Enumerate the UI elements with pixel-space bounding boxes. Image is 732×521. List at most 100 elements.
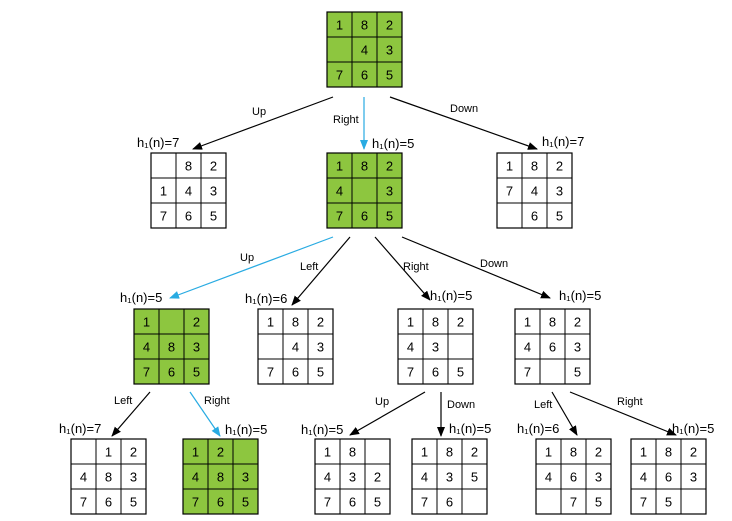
heuristic-label: h₁(n)=6 (245, 291, 287, 306)
puzzle-cell (175, 177, 202, 204)
puzzle-cell (496, 202, 523, 229)
puzzle-cell (307, 358, 334, 385)
heuristic-label: h₁(n)=5 (559, 288, 601, 303)
puzzle-tile-number: 3 (574, 340, 581, 355)
puzzle-cell (314, 463, 341, 490)
puzzle-board-border (326, 11, 403, 88)
heuristic-label: h₁(n)=7 (542, 134, 584, 149)
puzzle-tile-number: 8 (361, 18, 368, 33)
puzzle-tile-number: 7 (324, 495, 331, 510)
heuristic-label: h₁(n)=5 (672, 421, 714, 436)
puzzle-tile-number: 6 (105, 495, 112, 510)
puzzle-tile-number: 3 (317, 340, 324, 355)
edge-label: Down (447, 399, 475, 411)
puzzle-cell (232, 438, 259, 465)
puzzle-cell (436, 488, 463, 515)
puzzle-cell (351, 177, 378, 204)
puzzle-board-border (397, 308, 474, 385)
puzzle-tile-number: 6 (292, 365, 299, 380)
puzzle-tile-number: 7 (524, 365, 531, 380)
puzzle-tile-number: 8 (185, 159, 192, 174)
puzzle-cell (539, 308, 566, 335)
puzzle-cell (282, 333, 309, 360)
puzzle-cell (307, 333, 334, 360)
puzzle-tile-number: 2 (386, 159, 393, 174)
puzzle-tile-number: 2 (130, 445, 137, 460)
puzzle-tile-number: 3 (595, 470, 602, 485)
puzzle-tile-number: 7 (336, 68, 343, 83)
puzzle-tile-number: 2 (210, 159, 217, 174)
puzzle-board-border (150, 152, 227, 229)
puzzle-board-border (257, 308, 334, 385)
puzzle-tile-number: 2 (193, 315, 200, 330)
puzzle-tile-number: 4 (545, 470, 552, 485)
puzzle-cell (564, 358, 591, 385)
puzzle-tile-number: 8 (168, 340, 175, 355)
puzzle-tile-number: 5 (317, 365, 324, 380)
puzzle-cell (257, 333, 284, 360)
puzzle-tile-number: 3 (556, 184, 563, 199)
puzzle-tile-number: 4 (324, 470, 331, 485)
puzzle-tile-number: 1 (192, 445, 199, 460)
heuristic-label: h₁(n)=5 (120, 290, 162, 305)
puzzle-tile-number: 6 (168, 365, 175, 380)
puzzle-cell (158, 358, 185, 385)
puzzle-cell (70, 438, 97, 465)
puzzle-cell (232, 488, 259, 515)
puzzle-tile-number: 2 (374, 470, 381, 485)
edge-arrow-up (192, 96, 334, 150)
puzzle-tile-number: 4 (524, 340, 531, 355)
puzzle-tile-number: 2 (595, 445, 602, 460)
puzzle-tile-number: 1 (336, 159, 343, 174)
edge-arrow-right (189, 391, 221, 437)
puzzle-tile-number: 6 (185, 209, 192, 224)
puzzle-tile-number: 5 (471, 470, 478, 485)
puzzle-tile-number: 5 (665, 495, 672, 510)
puzzle-tile-number: 5 (595, 495, 602, 510)
puzzle-tile-number: 4 (192, 470, 199, 485)
puzzle-tile-number: 8 (549, 315, 556, 330)
puzzle-cell (351, 11, 378, 38)
puzzle-board-border (314, 438, 391, 515)
puzzle-tile-number: 1 (336, 18, 343, 33)
puzzle-tile-number: 5 (457, 365, 464, 380)
puzzle-tile-number: 4 (531, 184, 538, 199)
puzzle-board-border (70, 438, 147, 515)
puzzle-tile-number: 7 (570, 495, 577, 510)
edge-label: Left (300, 261, 318, 273)
edge-arrow-up (169, 236, 334, 299)
heuristic-label: h₁(n)=7 (137, 135, 179, 150)
puzzle-tile-number: 2 (556, 159, 563, 174)
puzzle-cell (535, 488, 562, 515)
puzzle-board-border (326, 152, 403, 229)
edge-arrow-left (291, 236, 351, 306)
puzzle-tile-number: 2 (217, 445, 224, 460)
edge-label: Up (375, 396, 389, 408)
puzzle-cell (207, 488, 234, 515)
puzzle-board-border (133, 308, 210, 385)
edge-arrow-down (401, 236, 551, 299)
puzzle-tile-number: 6 (217, 495, 224, 510)
edge-label: Up (240, 252, 254, 264)
puzzle-cell (655, 463, 682, 490)
puzzle-cell (120, 488, 147, 515)
puzzle-cell (257, 358, 284, 385)
puzzle-cell (282, 358, 309, 385)
puzzle-cell (326, 36, 353, 63)
puzzle-tile-number: 8 (361, 159, 368, 174)
puzzle-tile-number: 7 (421, 495, 428, 510)
puzzle-tile-number: 3 (690, 470, 697, 485)
puzzle-cell (539, 358, 566, 385)
puzzle-cell (364, 463, 391, 490)
puzzle-tile-number: 1 (407, 315, 414, 330)
puzzle-tile-number: 6 (570, 470, 577, 485)
edge-arrow-left (551, 391, 578, 436)
puzzle-tile-number: 6 (349, 495, 356, 510)
edge-arrow-left (111, 391, 151, 437)
